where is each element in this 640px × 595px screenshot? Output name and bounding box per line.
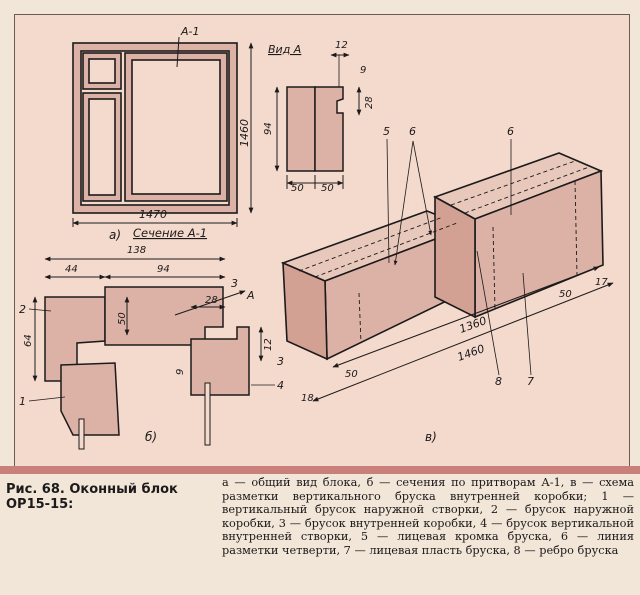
- figure-panel: А-1 1470 1460 а) Сечение А-1 Вид А 12 9 …: [14, 14, 630, 468]
- dim-1470: 1470: [139, 208, 167, 221]
- dim-12-sec: 12: [263, 338, 274, 351]
- view-a: [286, 86, 344, 172]
- technical-drawing: А-1 1470 1460 а) Сечение А-1 Вид А 12 9 …: [19, 25, 614, 450]
- dim-9-vid: 9: [360, 65, 366, 76]
- dim-1460-frame: 1460: [238, 119, 251, 147]
- num-6b: 6: [507, 125, 514, 138]
- num-3b: 3: [277, 355, 284, 368]
- num-3: 3: [231, 277, 238, 290]
- vid-a-label: Вид А: [268, 43, 301, 56]
- dim-28-vid: 28: [364, 96, 375, 109]
- dim-50-bar: 50: [345, 369, 358, 380]
- num-6: 6: [409, 125, 416, 138]
- dim-12-vid: 12: [335, 40, 348, 51]
- dim-1360: 1360: [458, 314, 489, 336]
- dim-44: 44: [65, 264, 78, 275]
- dim-94-sec: 94: [157, 264, 170, 275]
- panel-v-label: в): [425, 430, 437, 444]
- num-1: 1: [19, 395, 26, 408]
- num-8: 8: [495, 375, 502, 388]
- panel-a-label: а): [109, 228, 121, 242]
- dim-94-vid: 94: [263, 122, 274, 135]
- dim-28-sec: 28: [205, 295, 218, 306]
- dim-138: 138: [127, 245, 146, 256]
- dim-9-sec: 9: [175, 369, 186, 375]
- num-4: 4: [277, 379, 284, 392]
- figure-caption-body: а — общий вид блока, б — сечения по прит…: [222, 476, 634, 557]
- section-profiles: [44, 286, 250, 436]
- dim-64: 64: [23, 334, 34, 347]
- panel-b-label: б): [145, 430, 157, 444]
- label-a1: А-1: [180, 25, 200, 38]
- window-elevation: [72, 42, 238, 214]
- dim-18: 18: [301, 393, 314, 404]
- section-label: Сечение А-1: [133, 226, 207, 240]
- num-7: 7: [527, 375, 534, 388]
- dim-50-left: 50: [291, 183, 304, 194]
- arrow-a-label: А: [246, 289, 255, 302]
- num-5: 5: [383, 125, 390, 138]
- dim-50-bar2: 50: [559, 289, 572, 300]
- dim-50-sec: 50: [117, 312, 128, 325]
- dim-17: 17: [595, 277, 608, 288]
- figure-caption-title: Рис. 68. Оконный блок ОР15-15:: [6, 482, 178, 512]
- dim-1460-bar: 1460: [456, 342, 487, 364]
- caption-divider: [0, 466, 640, 474]
- num-2: 2: [19, 303, 26, 316]
- dim-50-right: 50: [321, 183, 334, 194]
